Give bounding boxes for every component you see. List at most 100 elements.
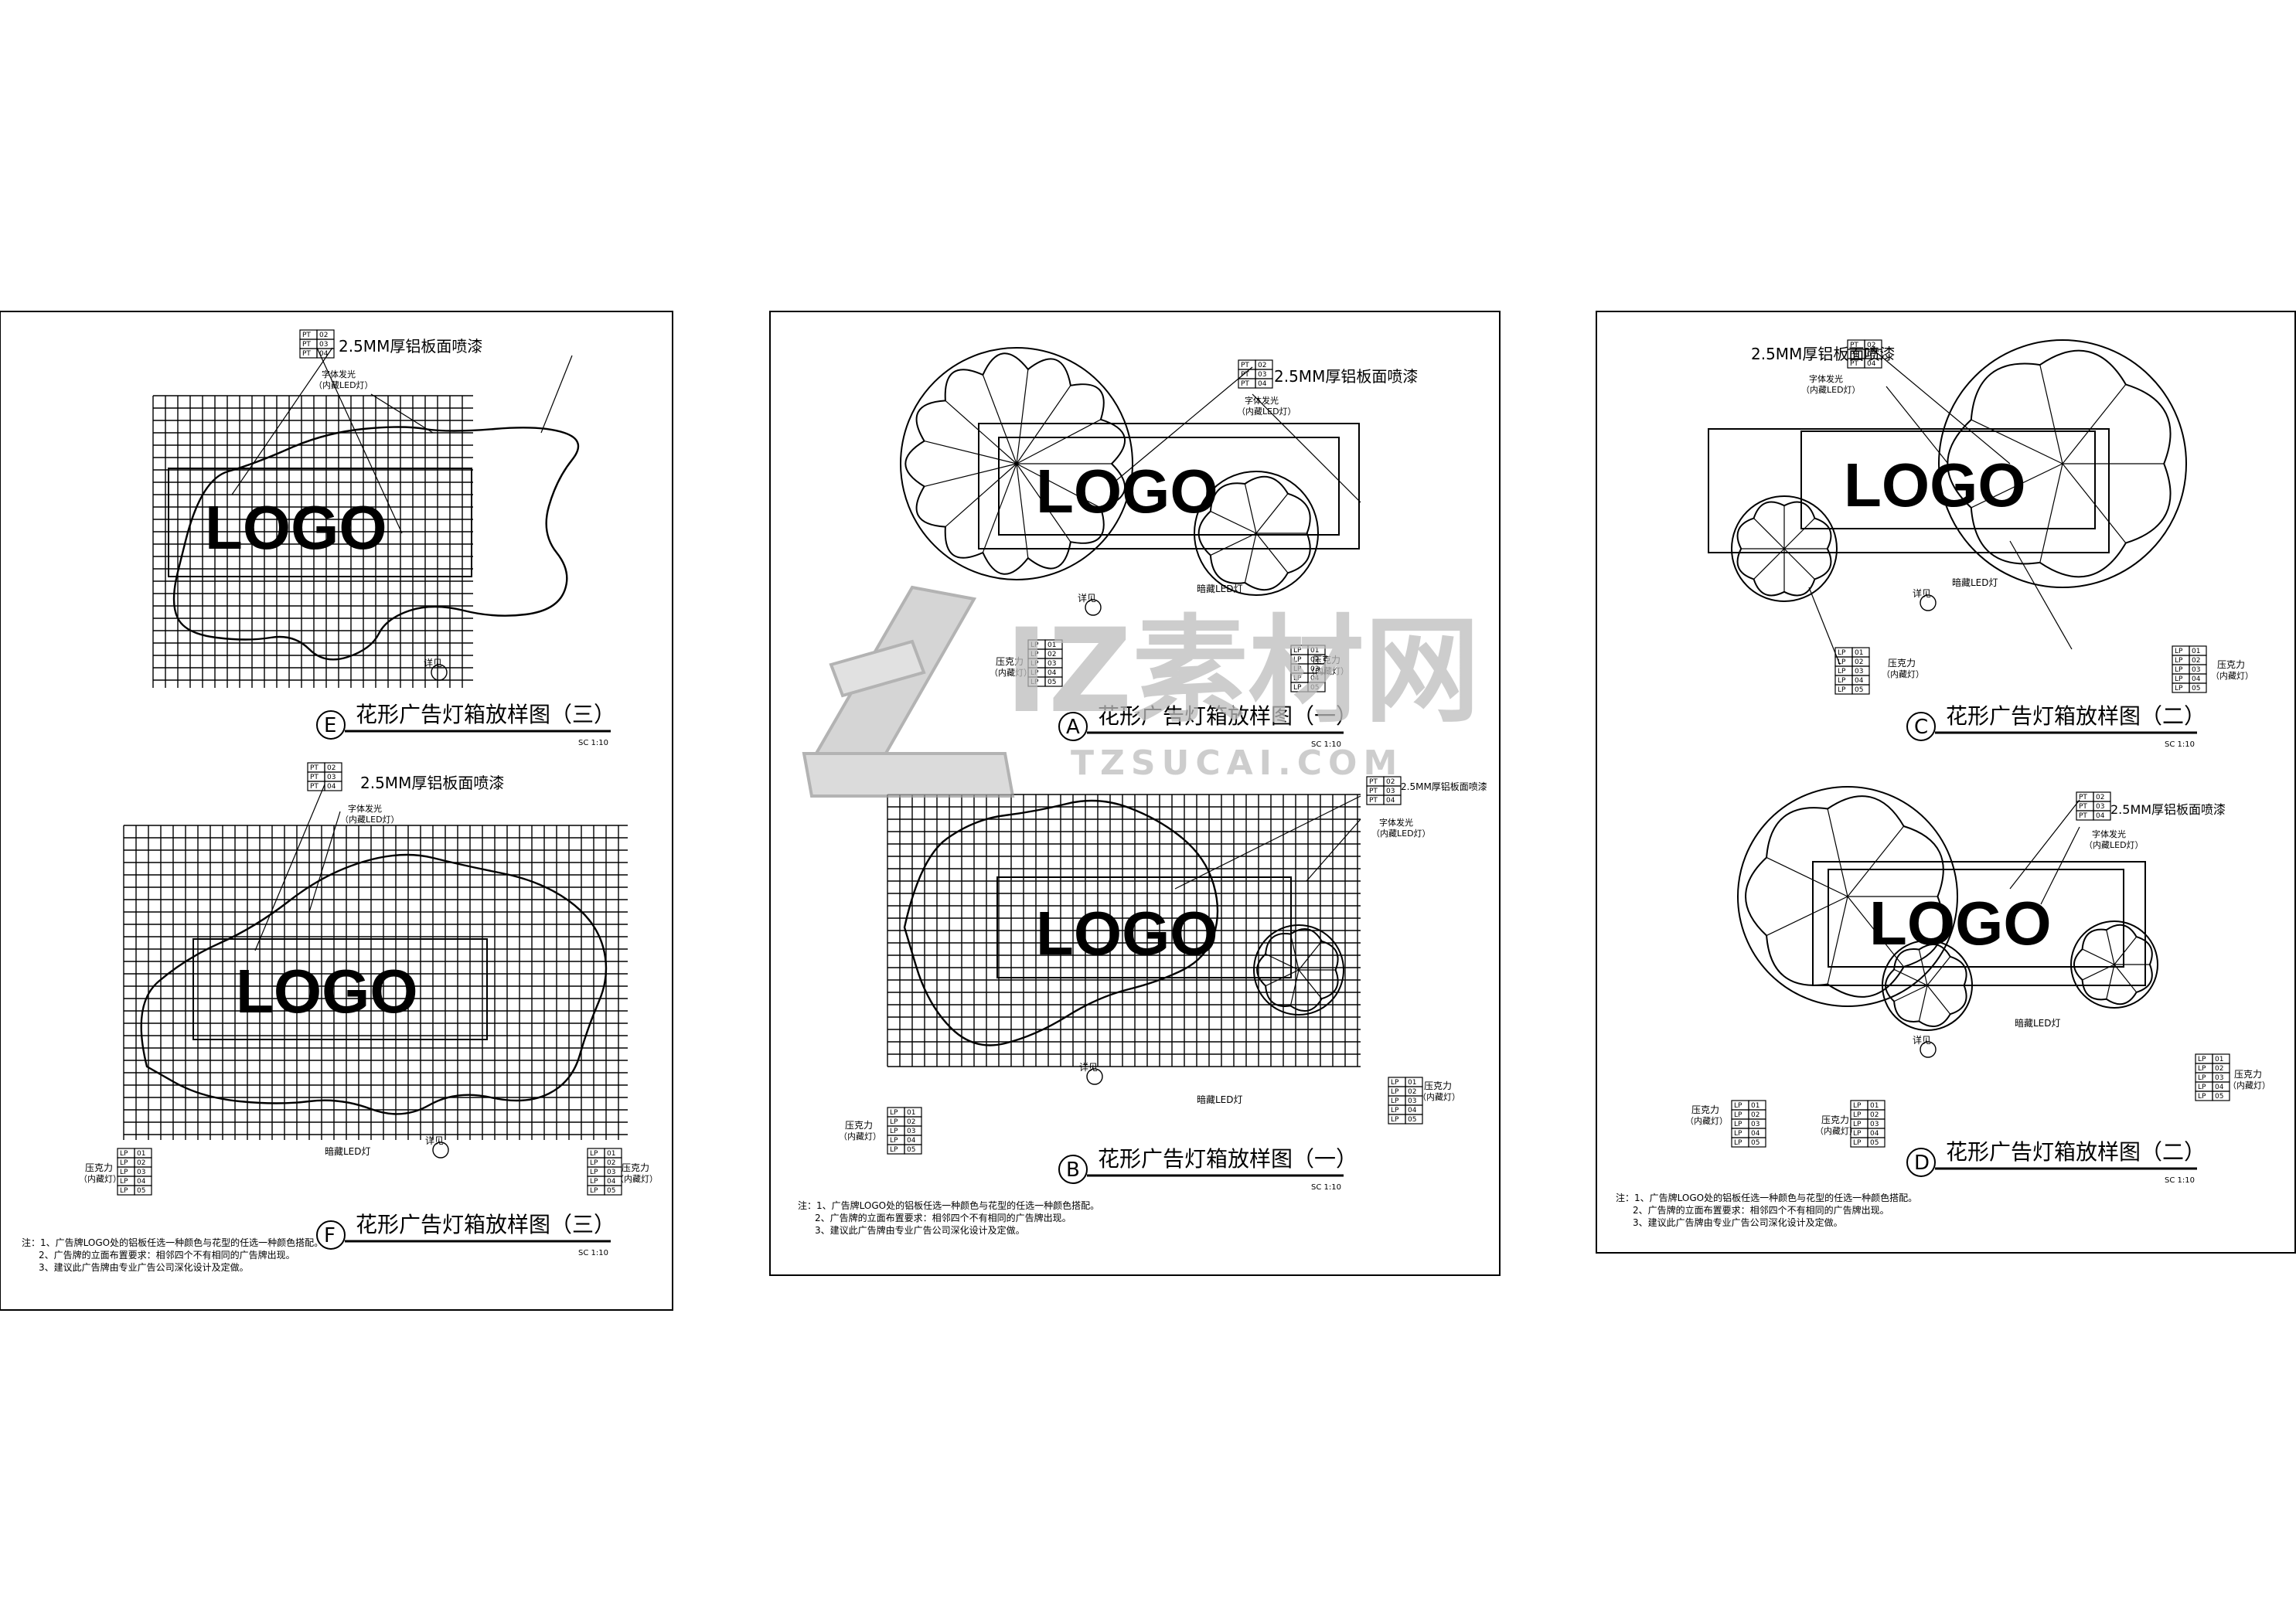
font-light-label: 字体发光	[1379, 817, 1413, 828]
callout-leader-line	[231, 347, 333, 495]
code-prefix: LP	[1293, 675, 1302, 682]
code-prefix: PT	[2079, 803, 2087, 811]
hidden-led-label-c: 暗藏LED灯	[1952, 577, 1998, 588]
panel-letter-circle	[1906, 1148, 1936, 1177]
note-line: 2、广告牌的立面布置要求：相邻四个不有相同的广告牌出现。	[39, 1249, 295, 1261]
code-prefix: LP	[120, 1178, 128, 1186]
code-number: 02	[2215, 1065, 2223, 1073]
code-cell	[2212, 1091, 2230, 1101]
flower-petal-line	[1827, 896, 1848, 985]
callout-leader-line	[1886, 386, 1949, 464]
code-prefix: LP	[120, 1187, 128, 1195]
code-number: 02	[2192, 657, 2200, 665]
code-prefix: LP	[2175, 685, 2183, 692]
code-prefix: LP	[1853, 1121, 1862, 1128]
code-number: 03	[2096, 803, 2104, 811]
flower-small-panel-d	[1882, 940, 1973, 1031]
acrylic-label: 压克力	[1821, 1114, 1849, 1125]
code-number: 05	[1855, 686, 1863, 694]
code-number: 05	[1048, 679, 1056, 686]
flower-petal-line	[1753, 518, 1785, 550]
code-prefix: PT	[1850, 360, 1858, 368]
hidden-led-label-a: 暗藏LED灯	[1197, 583, 1243, 594]
code-number: 03	[137, 1169, 145, 1176]
code-number: 03	[2192, 666, 2200, 674]
code-prefix: LP	[890, 1118, 898, 1126]
flower-petal-line	[1255, 532, 1289, 573]
flower-petal-line	[1289, 969, 1300, 1006]
code-number: 04	[1855, 677, 1864, 685]
code-prefix: PT	[302, 332, 311, 339]
code-number: 01	[137, 1150, 145, 1158]
code-number: 04	[607, 1178, 616, 1186]
code-prefix: LP	[2198, 1084, 2206, 1091]
panel-title: 花形广告灯箱放样图（三）	[356, 702, 615, 727]
flower-petal-outline	[1736, 501, 1832, 597]
code-prefix: PT	[1369, 778, 1378, 786]
flower-petal-line	[1893, 968, 1928, 986]
font-light-label: 字体发光	[1245, 395, 1279, 406]
panel-letter-circle	[1058, 712, 1088, 741]
acrylic-label: 压克力	[1691, 1104, 1719, 1115]
code-cell	[1307, 682, 1326, 692]
code-number: 03	[1751, 1121, 1759, 1128]
code-number: 01	[607, 1150, 615, 1158]
flower-petal-line	[982, 463, 1017, 553]
code-number: 05	[2192, 685, 2200, 692]
code-prefix: LP	[1734, 1121, 1742, 1128]
watermark-sub-text: TZSUCAI.COM	[1071, 743, 1403, 783]
code-prefix: LP	[1293, 656, 1302, 664]
flower-petal-outline	[2073, 924, 2153, 1005]
code-number: 04	[137, 1178, 146, 1186]
flower-shape-panel-e	[172, 426, 580, 661]
code-prefix: LP	[1838, 686, 1846, 694]
flower-petal-line	[1926, 956, 1951, 986]
flower-petal-line	[1298, 941, 1323, 971]
flower-large-panel-d	[1737, 786, 1958, 1007]
code-number: 05	[1870, 1139, 1879, 1147]
flower-petal-line	[945, 463, 1017, 528]
detail-label: 详见	[1913, 587, 1931, 599]
code-number: 02	[1048, 651, 1056, 658]
callout-leader-line	[540, 355, 573, 434]
code-cell	[904, 1144, 922, 1155]
code-prefix: PT	[1850, 342, 1858, 349]
code-number: 04	[1386, 797, 1395, 805]
logo-box-panel-f	[192, 938, 488, 1040]
code-prefix: LP	[1391, 1097, 1399, 1105]
detail-label: 详见	[1913, 1034, 1931, 1046]
callout-leader-line	[1808, 587, 1841, 665]
flower-petal-line	[1289, 934, 1300, 971]
callout-leader-line	[2009, 540, 2073, 650]
code-prefix: LP	[1293, 684, 1302, 692]
grid-panel-f	[123, 825, 628, 1140]
flower-petal-line	[1766, 856, 1848, 897]
panel-title: 花形广告灯箱放样图（一）	[1098, 1146, 1358, 1172]
panel-scale: SC 1:10	[1311, 740, 1341, 749]
code-number: 03	[1048, 660, 1056, 668]
outer-box-panel-a	[978, 423, 1360, 550]
panel-letter: D	[1914, 1152, 1930, 1175]
code-number: 02	[1751, 1111, 1759, 1119]
font-light-callout-c: 字体发光（内藏LED灯）	[1801, 373, 1861, 395]
code-prefix: LP	[1391, 1079, 1399, 1087]
flower-petal-line	[982, 374, 1017, 464]
code-number: 02	[137, 1159, 145, 1167]
code-prefix: LP	[1734, 1130, 1742, 1138]
panel-scale: SC 1:10	[2165, 1176, 2195, 1185]
code-number: 03	[607, 1169, 615, 1176]
panel-letter: F	[324, 1224, 336, 1247]
detail-marker	[1086, 1068, 1103, 1085]
code-number: 02	[1310, 656, 1319, 664]
flower-petal-line	[2062, 384, 2127, 464]
code-number: 03	[1310, 665, 1319, 673]
code-prefix: PT	[310, 774, 319, 781]
flower-petal-line	[1016, 419, 1102, 464]
code-cell	[316, 348, 335, 359]
code-prefix: LP	[1838, 668, 1846, 675]
code-prefix: LP	[590, 1169, 598, 1176]
code-cell	[324, 781, 342, 791]
